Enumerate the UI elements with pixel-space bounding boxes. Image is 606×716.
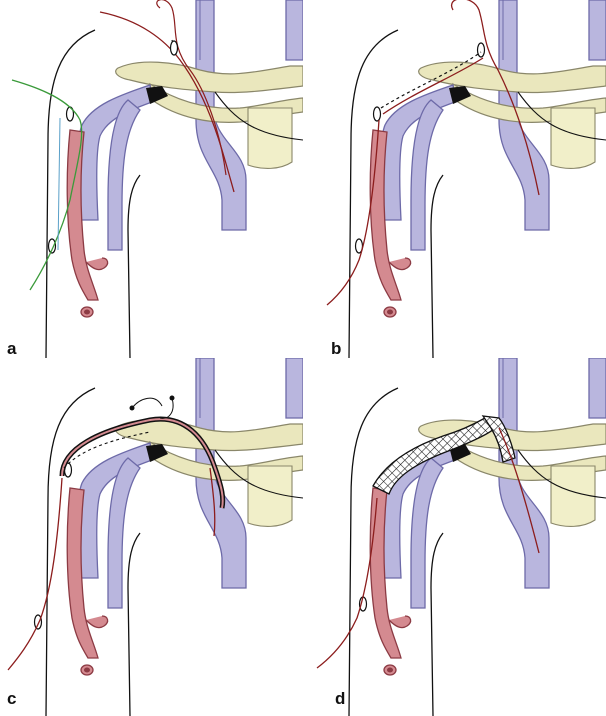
panel-c xyxy=(0,358,303,716)
guidewire-red xyxy=(99,11,235,193)
panel-label-d: d xyxy=(335,689,346,708)
panel-d-illustration xyxy=(316,358,606,716)
panel-a xyxy=(0,0,303,358)
panel-b-illustration xyxy=(324,0,606,358)
panel-label-a: a xyxy=(7,339,17,358)
panel-label-c: c xyxy=(7,689,17,708)
guidewire-red xyxy=(209,467,216,537)
panel-b xyxy=(303,0,606,358)
subcutaneous-tunnel xyxy=(380,51,482,109)
panel-a-illustration xyxy=(11,0,303,358)
panel-c-illustration xyxy=(7,358,303,716)
guidewire-green xyxy=(11,79,83,291)
panel-d xyxy=(303,358,606,716)
panel-label-b: b xyxy=(331,339,342,358)
guidewire-red xyxy=(498,427,540,554)
guidewire-red xyxy=(450,0,540,196)
